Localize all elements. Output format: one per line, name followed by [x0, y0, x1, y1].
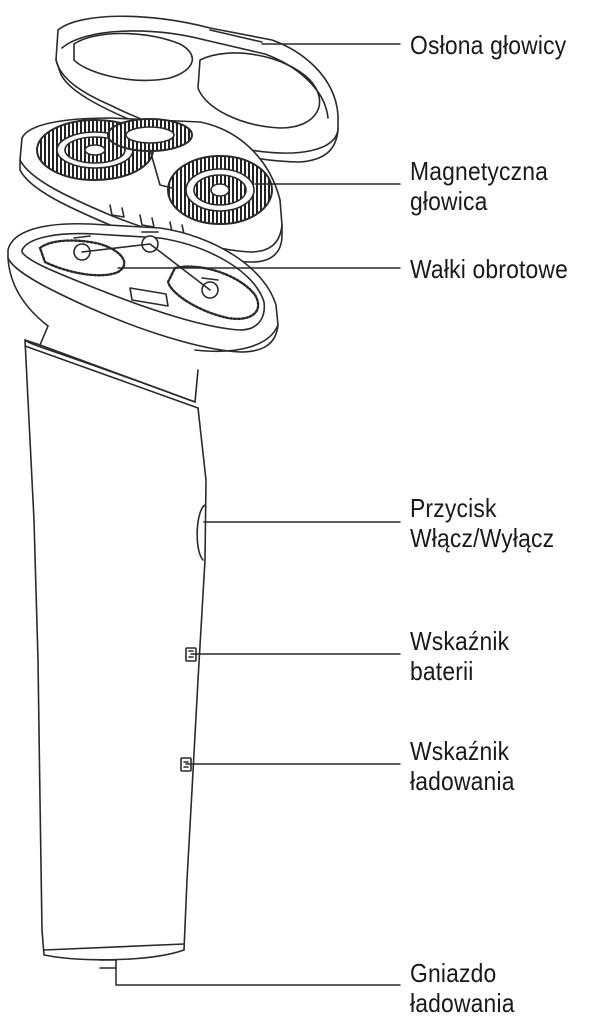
- leader-socket: [115, 967, 401, 986]
- head-cover: [55, 15, 339, 163]
- label-power-button-line1: Przycisk: [410, 493, 497, 523]
- label-battery-indicator-line1: Wskaźnik: [410, 626, 510, 656]
- handle-body: [24, 325, 207, 969]
- label-charging-indicator: Wskaźnik ładowania: [410, 736, 515, 796]
- label-charging-socket-line1: Gniazdo: [410, 958, 497, 988]
- label-power-button: Przycisk Włącz/Wyłącz: [410, 493, 554, 553]
- label-power-button-line2: Włącz/Wyłącz: [410, 523, 555, 553]
- label-head-cover-line1: Osłona głowicy: [410, 30, 567, 60]
- label-magnetic-head-line1: Magnetyczna: [410, 156, 549, 186]
- label-head-cover: Osłona głowicy: [410, 30, 566, 60]
- label-charging-socket: Gniazdo ładowania: [410, 958, 515, 1018]
- label-charging-socket-line2: ładowania: [410, 988, 515, 1018]
- label-rotating-rollers-line1: Wałki obrotowe: [410, 254, 569, 284]
- label-magnetic-head: Magnetyczna głowica: [410, 156, 548, 216]
- rotating-rollers: [7, 222, 279, 353]
- label-magnetic-head-line2: głowica: [410, 186, 488, 216]
- label-charging-indicator-line2: ładowania: [410, 766, 515, 796]
- label-battery-indicator: Wskaźnik baterii: [410, 626, 509, 686]
- magnetic-head: [19, 117, 283, 263]
- label-charging-indicator-line1: Wskaźnik: [410, 736, 510, 766]
- leader-lines: [115, 43, 401, 986]
- label-battery-indicator-line2: baterii: [410, 656, 474, 686]
- label-rotating-rollers: Wałki obrotowe: [410, 254, 568, 284]
